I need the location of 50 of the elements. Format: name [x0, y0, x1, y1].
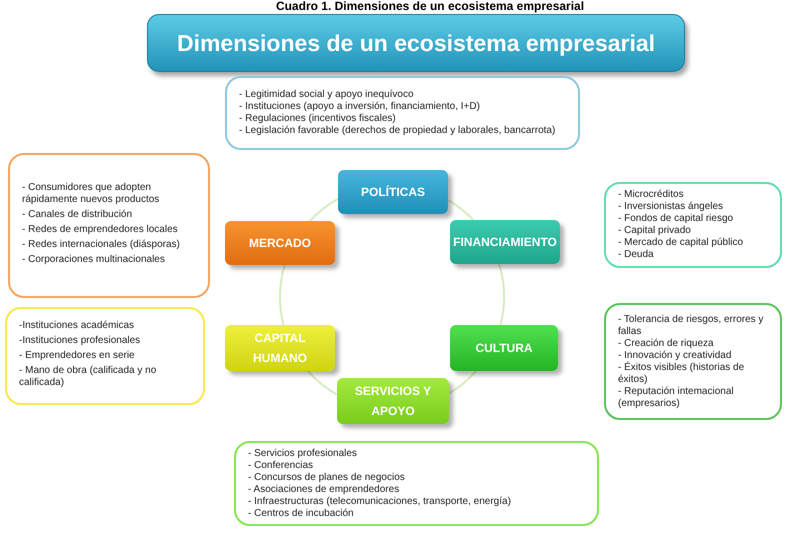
- connector-arc: [279, 264, 286, 326]
- dimension-box: MERCADO: [225, 221, 335, 265]
- list-item: - Mercado de capital público: [618, 237, 744, 249]
- list-item: -Instituciones profesionales: [19, 335, 142, 347]
- info-box: [604, 182, 782, 268]
- list-item: - Legitimidad social y apoyo inequívoco: [239, 89, 415, 101]
- list-item: - Redes de emprendedores locales: [22, 224, 179, 236]
- list-item: -Instituciones académicas: [19, 320, 136, 332]
- list-item: - Emprendedores en serie: [19, 350, 136, 362]
- list-item: - Capital privado: [618, 225, 692, 237]
- list-item: - Éxitos visibles (historias de éxitos): [618, 362, 746, 386]
- list-item: - Servicios profesionales: [248, 448, 358, 460]
- list-item: - Conferencias: [248, 460, 314, 472]
- connector-arc: [448, 199, 474, 220]
- list-item: - Creación de riqueza: [618, 338, 715, 350]
- dimension-box: POLÍTICAS: [338, 170, 448, 214]
- info-box: [225, 76, 580, 150]
- list-item: - Canales de distribución: [22, 209, 134, 221]
- info-box: [604, 303, 782, 420]
- list-item: - Centros de incubación: [248, 508, 355, 520]
- list-item: - Redes internacionales (diásporas): [22, 239, 181, 251]
- info-box: [8, 153, 210, 298]
- list-item: - Corporaciones multinacionales: [22, 254, 166, 266]
- dimension-box: CULTURA: [450, 325, 558, 371]
- info-box: [234, 441, 599, 526]
- connector-arc: [309, 198, 338, 222]
- list-item: - Deuda: [618, 249, 655, 261]
- connector-arc: [448, 370, 477, 394]
- connector-arc: [307, 370, 338, 396]
- list-item: - Asociaciones de emprendedores: [248, 484, 400, 496]
- list-item: - Reputación intemacional (empresarios): [618, 386, 735, 410]
- list-item: - Consumidores que adopten rápidamente nuevos productos: [22, 182, 160, 206]
- list-item: - Instituciones (apoyo a inversión, financiamiento, I+D): [239, 101, 481, 113]
- list-item: - Concursos de planes de negocios: [248, 472, 406, 484]
- connector-arc: [498, 264, 505, 326]
- list-item: - Microcréditos: [618, 189, 685, 201]
- dimension-box: CAPITAL HUMANO: [225, 325, 335, 371]
- figure-title: Cuadro 1. Dimensiones de un ecosistema empresarial: [274, 0, 586, 13]
- list-item: - Regulaciones (incentivos fiscales): [239, 113, 397, 125]
- list-item: - Inversionistas ángeles: [618, 201, 724, 213]
- list-item: - Tolerancia de riesgos, errores y fallas: [618, 314, 764, 338]
- dimension-box: SERVICIOS Y APOYO: [337, 378, 449, 424]
- list-item: - Infraestructuras (telecomunicaciones, transporte, energía): [248, 496, 512, 508]
- list-item: - Legislación favorable (derechos de propiedad y laborales, bancarrota): [239, 125, 556, 137]
- dimension-box: FINANCIAMIENTO: [450, 220, 560, 264]
- list-item: - Fondos de capital riesgo: [618, 213, 734, 225]
- list-item: - Innovación y creatividad: [618, 350, 732, 361]
- info-box: [5, 307, 205, 405]
- title-banner: Dimensiones de un ecosistema empresarial: [147, 14, 685, 72]
- list-item: - Mano de obra (calificada y no calificada): [19, 365, 158, 389]
